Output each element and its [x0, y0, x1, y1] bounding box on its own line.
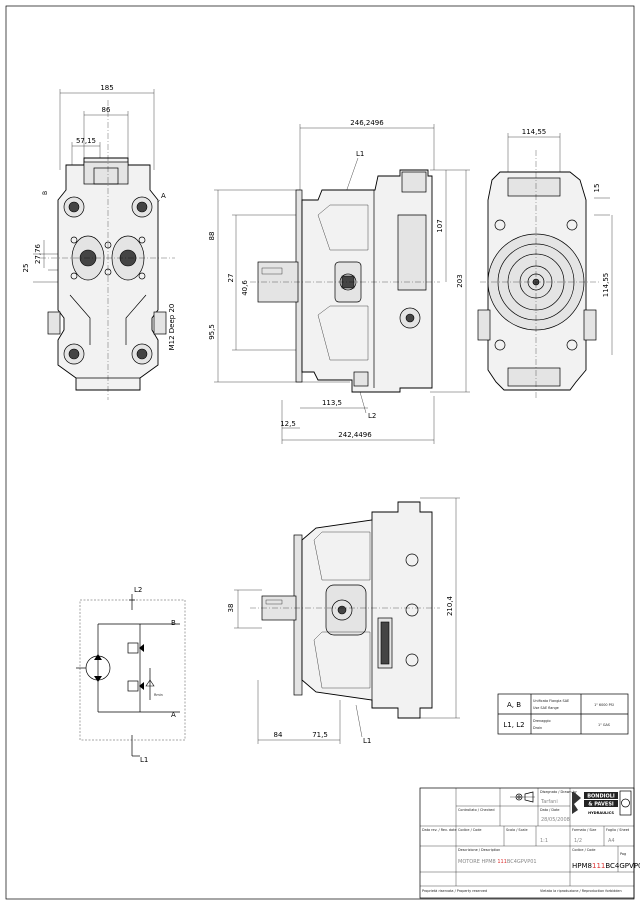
port-row-2-desc2: Drain — [533, 726, 542, 730]
tb-code-label-2: Codice / Code — [572, 848, 595, 852]
tb-rev-date-label: Data rev. / Rev. date — [422, 828, 457, 832]
dim-113-5: 113,5 — [322, 399, 342, 407]
brand-logo: BONDIOLI & PAVESI HYDRAULICS — [572, 790, 632, 816]
label-l2-schematic: L2 — [134, 586, 142, 594]
tb-size: A4 — [608, 838, 615, 844]
label-a-schematic: A — [171, 711, 176, 719]
dim-84: 84 — [274, 731, 283, 739]
dim-242: 242,4496 — [338, 431, 372, 439]
label-l1-schematic: L1 — [140, 756, 148, 764]
sheet-border — [5, 5, 635, 900]
tb-date: 28/05/2008 — [541, 817, 570, 823]
label-l2-side: L2 — [368, 412, 376, 420]
tb-page-label: Pag — [620, 852, 626, 856]
bottom-shaft — [261, 595, 297, 621]
label-b-schematic: B — [171, 619, 176, 627]
dim-114-55-v: 114,55 — [602, 273, 610, 298]
tb-sheet: 1/2 — [574, 838, 582, 844]
brand-line-1: BONDIOLI — [587, 794, 615, 800]
port-row-1-size: 1" 6000 PSI — [594, 703, 614, 707]
label-rmin: Rmin — [154, 693, 163, 697]
port-row-2-desc1: Drenaggio — [533, 719, 551, 723]
dim-88: 88 — [208, 232, 216, 241]
tb-footer-1: Proprietà riservata / Property reserved — [422, 889, 487, 893]
brand-line-2: & PAVESI — [588, 802, 614, 808]
side-view: 246,2496 L1 88 95,5 40,6 27 107 203 113,… — [208, 119, 470, 444]
tb-drawn-label: Disegnato / Drawn by — [540, 790, 577, 794]
port-row-2-size: 1" GAS — [598, 723, 610, 727]
dim-25: 25 — [22, 264, 30, 273]
tb-size-label: Formato / Size — [572, 828, 596, 832]
tb-drawn-by: Tarfani — [540, 799, 558, 805]
port-row-1-desc1: Unificata Flangia SAE — [533, 699, 569, 703]
dim-27-76: 27,76 — [34, 243, 42, 264]
label-l1-bottom: L1 — [363, 737, 371, 745]
label-a-front: A — [161, 192, 166, 200]
title-block: Disegnato / Drawn by Controllato / Check… — [419, 787, 640, 899]
dim-12-5: 12,5 — [280, 420, 296, 428]
dim-57-15: 57,15 — [76, 137, 96, 145]
dim-107: 107 — [436, 219, 444, 232]
port-row-1-desc2: Use SAE flange — [533, 706, 559, 710]
dim-86: 86 — [102, 106, 111, 114]
dim-203: 203 — [456, 274, 464, 287]
tb-description: MOTORE HPM8 111BC4GPVP01 — [458, 859, 537, 865]
port-row-2-ports: L1, L2 — [503, 721, 524, 729]
port-table: A, B Unificata Flangia SAE Use SAE flang… — [497, 693, 629, 735]
dim-185: 185 — [100, 84, 113, 92]
tb-scale-label: Scala / Scale — [506, 828, 528, 832]
tb-code-label: Codice / Code — [458, 828, 481, 832]
bottom-view: 38 210,4 84 71,5 L1 — [227, 497, 460, 745]
rear-view: 114,55 15 114,55 — [477, 128, 613, 400]
label-l1-side: L1 — [356, 150, 364, 158]
dim-95-5: 95,5 — [208, 324, 216, 340]
tb-footer-2: Vietata la riproduzione / Reproduction f… — [540, 889, 622, 893]
hydraulic-schematic: L2 L1 B A Rmin — [76, 586, 186, 764]
front-view: 185 86 57,15 27,76 25 M12 Deep 20 B A — [22, 84, 176, 400]
tb-description-label: Descrizione / Description — [458, 848, 500, 852]
dim-27: 27 — [227, 274, 235, 283]
schematic-boundary — [79, 599, 186, 741]
dim-114-55: 114,55 — [522, 128, 547, 136]
dim-210-4: 210,4 — [446, 595, 454, 616]
dim-246: 246,2496 — [350, 119, 384, 127]
label-b-front: B — [42, 191, 49, 195]
tb-scale: 1:1 — [540, 838, 548, 844]
dim-38: 38 — [227, 604, 235, 613]
dim-15: 15 — [593, 184, 601, 193]
tb-checked-label: Controllato / Checked — [458, 808, 495, 812]
thread-note: M12 Deep 20 — [168, 304, 176, 351]
dim-40-6: 40,6 — [241, 280, 249, 296]
tb-sheet-label: Foglio / Sheet — [606, 828, 630, 832]
brand-line-3: HYDRAULICS — [588, 811, 614, 815]
dim-71-5: 71,5 — [312, 731, 328, 739]
port-row-1-ports: A, B — [507, 701, 521, 709]
projection-symbol — [510, 791, 535, 803]
tb-date-label: Data / Date — [540, 808, 560, 812]
